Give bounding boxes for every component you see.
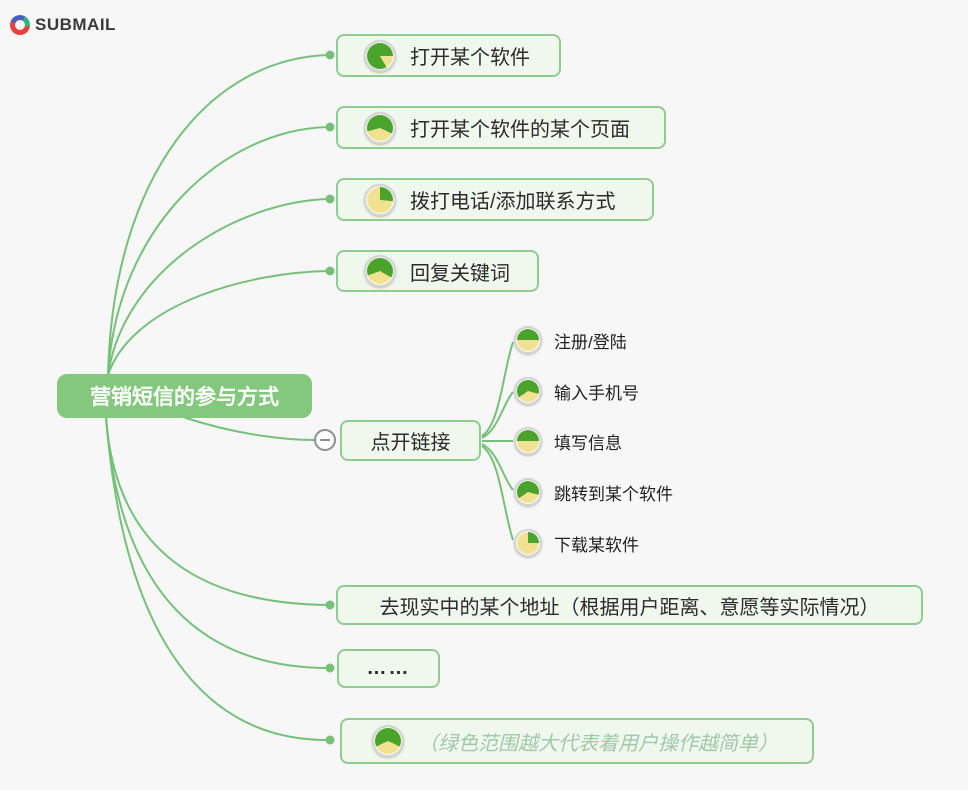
subtopic-jump-to-app[interactable]: 跳转到某个软件 (514, 478, 673, 506)
anchor-dot (325, 194, 335, 204)
topic-label: 去现实中的某个地址（根据用户距离、意愿等实际情况） (379, 596, 880, 619)
anchor-dot (325, 600, 335, 610)
topic-click-link[interactable]: 点开链接 (340, 420, 481, 461)
topic-open-app-page[interactable]: 打开某个软件的某个页面 (336, 106, 666, 149)
topic-open-app[interactable]: 打开某个软件 (336, 34, 561, 77)
topic-label: …… (366, 657, 411, 679)
progress-pie-icon (514, 529, 542, 557)
subtopic-enter-phone[interactable]: 输入手机号 (514, 377, 639, 405)
subtopic-fill-info[interactable]: 填写信息 (514, 427, 622, 455)
connector-child-3 (481, 443, 514, 491)
progress-pie-icon (364, 255, 396, 287)
progress-pie-icon (364, 183, 396, 216)
anchor-dot (325, 122, 335, 132)
progress-pie-icon (514, 427, 542, 455)
submail-logo-icon (10, 15, 30, 35)
topic-ellipsis[interactable]: …… (337, 649, 440, 688)
connector-child-1 (481, 391, 514, 439)
anchor-dot (325, 735, 335, 745)
connector-branch-5 (105, 416, 330, 606)
connector-child-4 (481, 445, 514, 541)
progress-pie-icon (514, 377, 542, 405)
connector-branch-1 (107, 126, 330, 376)
progress-pie-icon (514, 326, 542, 354)
progress-pie-icon (514, 478, 542, 506)
progress-pie-icon (364, 39, 396, 72)
progress-pie-icon (364, 111, 396, 144)
subtopic-label: 跳转到某个软件 (554, 484, 673, 504)
collapse-minus-button[interactable] (314, 429, 336, 451)
connector-branch-0 (107, 54, 330, 376)
subtopic-label: 输入手机号 (554, 383, 639, 403)
topic-call-phone[interactable]: 拨打电话/添加联系方式 (336, 178, 654, 221)
subtopic-label: 下载某软件 (554, 535, 639, 555)
submail-logo: SUBMAIL (10, 15, 116, 35)
topic-label: 回复关键词 (410, 262, 510, 285)
connector-branch-4 (182, 416, 315, 441)
subtopic-label: 注册/登陆 (554, 332, 627, 352)
subtopic-label: 填写信息 (554, 433, 622, 453)
anchor-dot (325, 266, 335, 276)
subtopic-download-app[interactable]: 下载某软件 (514, 529, 639, 557)
submail-logo-text: SUBMAIL (35, 15, 116, 34)
connector-branch-2 (107, 198, 330, 376)
central-topic-label: 营销短信的参与方式 (90, 386, 279, 409)
topic-label: 点开链接 (370, 432, 451, 454)
topic-reply-keyword[interactable]: 回复关键词 (336, 250, 539, 292)
connector-child-0 (481, 341, 514, 437)
progress-pie-icon (372, 725, 404, 757)
topic-go-to-address[interactable]: 去现实中的某个地址（根据用户距离、意愿等实际情况） (336, 585, 923, 625)
connector-branch-3 (107, 270, 330, 376)
anchor-dot (325, 50, 335, 60)
topic-legend-note[interactable]: （绿色范围越大代表着用户操作越简单） (340, 718, 814, 764)
connector-branch-7 (105, 416, 330, 742)
anchor-dot (325, 663, 335, 673)
central-topic[interactable]: 营销短信的参与方式 (57, 374, 312, 418)
topic-label: 打开某个软件 (410, 47, 530, 69)
topic-label: 拨打电话/添加联系方式 (410, 191, 616, 213)
topic-label: 打开某个软件的某个页面 (410, 119, 630, 141)
connector-branch-6 (105, 416, 330, 669)
subtopic-register-login[interactable]: 注册/登陆 (514, 326, 627, 354)
topic-label: （绿色范围越大代表着用户操作越简单） (418, 732, 778, 755)
